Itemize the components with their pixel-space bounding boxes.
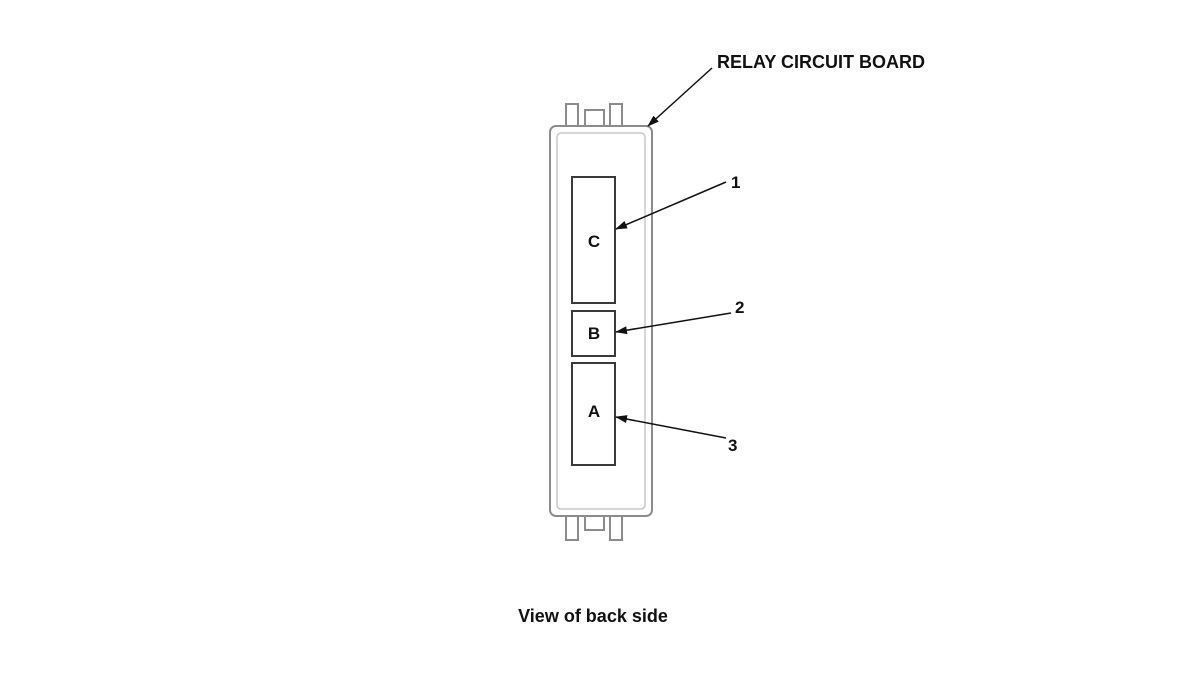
connector-c-letter: C bbox=[588, 232, 600, 251]
connector-c-outline bbox=[571, 176, 616, 304]
connector-a-letter: A bbox=[588, 402, 600, 421]
board-inner-border bbox=[556, 132, 646, 510]
top-tabs bbox=[565, 103, 623, 126]
callout-2: 2 bbox=[735, 298, 744, 317]
callout-2-arrow bbox=[615, 312, 732, 335]
callout-3: 3 bbox=[728, 436, 737, 455]
callout-1: 1 bbox=[731, 173, 740, 192]
board-leader-arrow bbox=[647, 67, 713, 127]
connector-b: B bbox=[571, 310, 616, 357]
connector-b-letter: B bbox=[588, 324, 600, 343]
callout-3-arrow bbox=[615, 415, 727, 439]
connector-b-outline bbox=[571, 310, 616, 357]
board-label: RELAY CIRCUIT BOARD bbox=[717, 52, 925, 72]
view-caption: View of back side bbox=[518, 606, 668, 626]
connector-a: A bbox=[571, 362, 616, 466]
callout-1-arrow bbox=[615, 181, 727, 230]
connector-a-outline bbox=[571, 362, 616, 466]
bottom-tabs bbox=[565, 516, 623, 541]
connector-c: C bbox=[571, 176, 616, 304]
